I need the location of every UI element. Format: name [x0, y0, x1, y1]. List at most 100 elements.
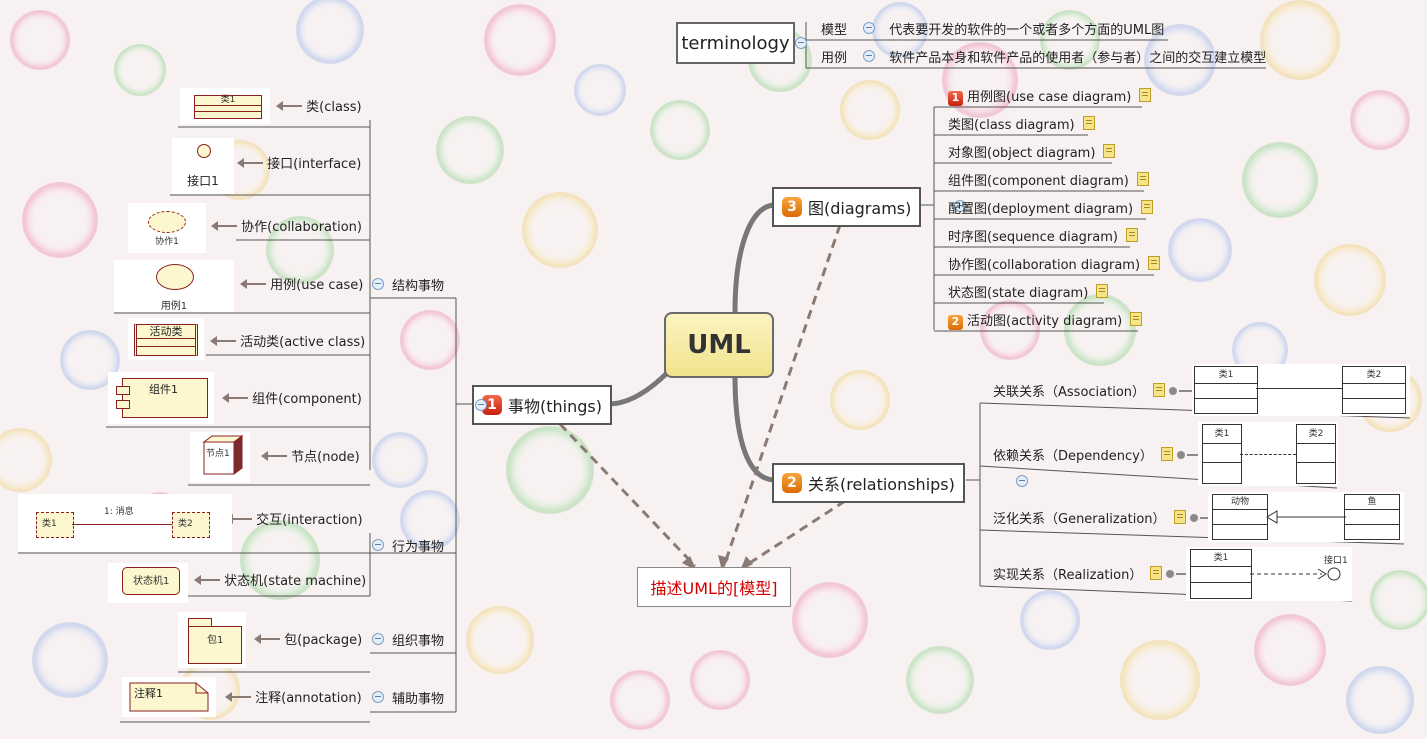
item-label: 状态图(state diagram) [948, 286, 1089, 301]
diagram-item-collaboration[interactable]: 协作图(collaboration diagram) [948, 255, 1161, 274]
note-shape-icon [129, 682, 209, 712]
bubble-decoration [10, 10, 70, 70]
note-icon[interactable] [1148, 256, 1161, 270]
description-box[interactable]: 描述UML的[模型] [637, 567, 791, 607]
image-text: 类1 [1203, 425, 1241, 444]
collapse-icon[interactable] [372, 278, 384, 290]
note-icon[interactable] [1141, 200, 1154, 214]
image-text: 节点1 [206, 449, 230, 459]
diagram-item-deployment[interactable]: 配置图(deployment diagram) [948, 199, 1154, 218]
item-label: 类(class) [306, 100, 362, 115]
collapse-icon[interactable] [372, 539, 384, 551]
note-icon[interactable] [1160, 447, 1173, 461]
relation-item-realization[interactable]: 实现关系（Realization） [993, 565, 1191, 584]
term-label: 用例 [821, 51, 848, 66]
thing-item-node[interactable]: 节点(node) [261, 450, 360, 466]
collapse-icon[interactable] [475, 399, 488, 411]
priority-3-badge: 3 [782, 197, 802, 217]
note-icon[interactable] [1173, 510, 1186, 524]
arrow-left-icon [240, 279, 266, 289]
things-topic[interactable]: 1 事物(things) [472, 385, 612, 425]
terminology-title: terminology [681, 32, 790, 54]
arrow-right-icon [1176, 450, 1201, 460]
diagram-item-class[interactable]: 类图(class diagram) [948, 115, 1095, 134]
image-text: 类1 [42, 519, 57, 529]
image-text: 状态机1 [133, 576, 170, 587]
term-definition: 软件产品本身和软件产品的使用者（参与者）之间的交互建立模型 [889, 51, 1267, 66]
note-icon[interactable] [1082, 116, 1095, 130]
bubble-decoration [1314, 244, 1386, 316]
central-topic[interactable]: UML [664, 312, 774, 378]
bubble-decoration [1254, 614, 1326, 686]
bubble-decoration [266, 216, 334, 284]
group-annotational[interactable]: 辅助事物 [372, 691, 444, 708]
note-icon[interactable] [1096, 284, 1109, 298]
bubble-decoration [1350, 90, 1410, 150]
group-structural[interactable]: 结构事物 [372, 278, 444, 295]
diagram-item-state[interactable]: 状态图(state diagram) [948, 283, 1109, 302]
collapse-icon[interactable] [372, 691, 384, 703]
thing-item-annotation[interactable]: 注释(annotation) [225, 691, 362, 707]
thing-item-collaboration[interactable]: 协作(collaboration) [211, 220, 362, 236]
interaction-image: 类1 1: 消息 类2 [18, 494, 232, 552]
collapse-icon[interactable] [863, 50, 876, 62]
priority-2-badge: 2 [782, 473, 802, 493]
collapse-icon[interactable] [954, 200, 967, 212]
bubble-decoration [436, 116, 504, 184]
thing-item-activeclass[interactable]: 活动类(active class) [210, 335, 365, 351]
group-behavioral[interactable]: 行为事物 [372, 539, 444, 556]
item-label: 组件(component) [252, 392, 362, 407]
bubble-decoration [1120, 640, 1200, 720]
bubble-decoration [830, 370, 890, 430]
note-icon[interactable] [1150, 566, 1163, 580]
term-model[interactable]: 模型 代表要开发的软件的一个或者多个方面的UML图 [821, 22, 1164, 39]
diagram-item-component[interactable]: 组件图(component diagram) [948, 171, 1149, 190]
diagram-item-object[interactable]: 对象图(object diagram) [948, 143, 1116, 162]
diagrams-topic[interactable]: 3 图(diagrams) [772, 187, 922, 227]
bubble-decoration [1168, 218, 1232, 282]
item-label: 交互(interaction) [256, 513, 363, 528]
bubble-decoration [484, 4, 556, 76]
relation-item-association[interactable]: 关联关系（Association） [993, 382, 1194, 401]
image-text: 类1 [1195, 367, 1257, 384]
item-label: 状态机(state machine) [224, 574, 367, 589]
group-grouping[interactable]: 组织事物 [372, 633, 444, 650]
bubble-decoration [400, 310, 460, 370]
terminology-topic[interactable]: terminology [676, 22, 795, 64]
note-icon[interactable] [1153, 383, 1166, 397]
thing-item-class[interactable]: 类(class) [276, 100, 362, 116]
thing-item-interface[interactable]: 接口(interface) [237, 157, 361, 173]
note-icon[interactable] [1136, 172, 1149, 186]
image-text: 注释1 [134, 687, 163, 700]
note-icon[interactable] [1103, 144, 1116, 158]
bubble-decoration [1242, 142, 1318, 218]
relationships-topic[interactable]: 2 关系(relationships) [772, 463, 965, 503]
item-label: 关联关系（Association） [993, 385, 1146, 400]
bubble-decoration [610, 670, 670, 730]
image-text: 类1 [1191, 550, 1251, 567]
diagrams-title: 图(diagrams) [808, 199, 912, 218]
arrow-left-icon [276, 101, 302, 111]
thing-item-interaction[interactable]: 交互(interaction) [226, 513, 363, 529]
term-usecase[interactable]: 用例 软件产品本身和软件产品的使用者（参与者）之间的交互建立模型 [821, 50, 1266, 67]
bubble-decoration [400, 490, 460, 550]
bubble-decoration [1346, 666, 1414, 734]
collapse-icon[interactable] [795, 37, 807, 49]
thing-item-statemachine[interactable]: 状态机(state machine) [194, 574, 366, 590]
diagram-item-sequence[interactable]: 时序图(sequence diagram) [948, 227, 1138, 246]
bubble-decoration [1260, 0, 1340, 80]
thing-item-package[interactable]: 包(package) [254, 633, 362, 649]
note-icon[interactable] [1130, 312, 1143, 326]
item-label: 依赖关系（Dependency） [993, 449, 1153, 464]
thing-item-usecase[interactable]: 用例(use case) [240, 278, 363, 294]
relation-item-dependency[interactable]: 依赖关系（Dependency） [993, 446, 1201, 465]
collapse-icon[interactable] [372, 633, 384, 645]
relation-item-generalization[interactable]: 泛化关系（Generalization） [993, 509, 1214, 528]
collapse-icon[interactable] [863, 22, 876, 34]
note-icon[interactable] [1139, 88, 1152, 102]
note-icon[interactable] [1125, 228, 1138, 242]
item-label: 时序图(sequence diagram) [948, 230, 1118, 245]
thing-item-component[interactable]: 组件(component) [222, 392, 362, 408]
